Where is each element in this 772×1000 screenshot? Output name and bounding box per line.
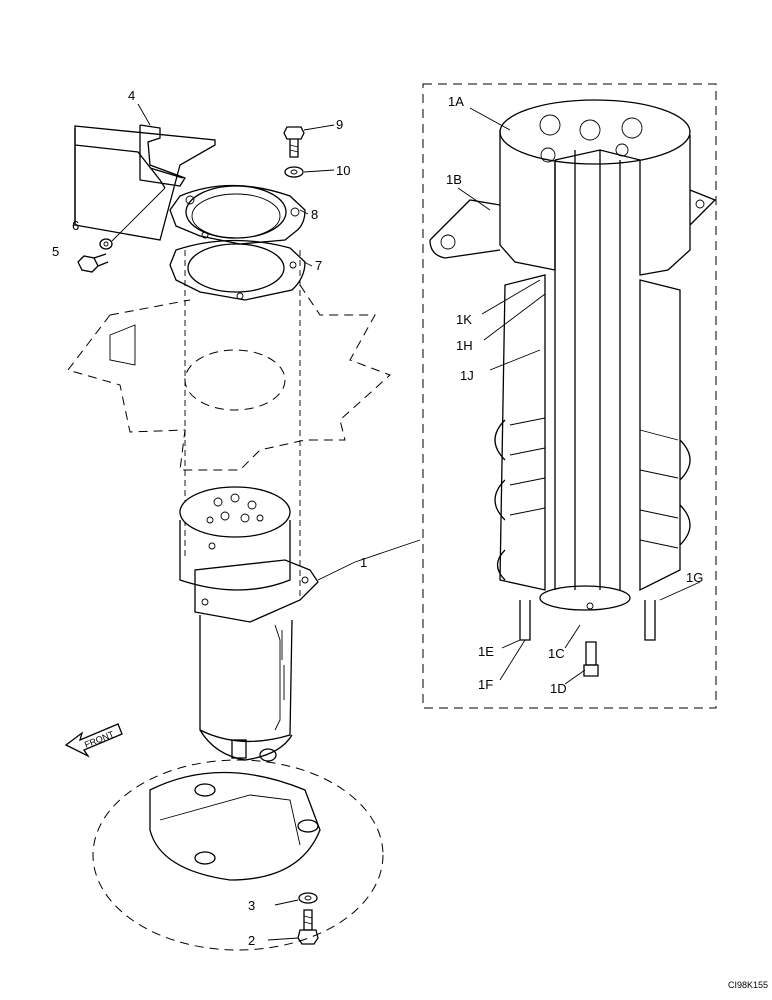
base-ring xyxy=(92,759,384,951)
swivel-joint-assembly xyxy=(179,486,319,762)
frame-outline-dashed xyxy=(67,250,391,600)
detail-box xyxy=(422,83,717,709)
callout-1A: 1A xyxy=(448,94,464,109)
figure-code: CI98K155 xyxy=(728,980,768,990)
washer-3 xyxy=(298,892,318,904)
callout-1G: 1G xyxy=(686,570,703,585)
gasket-7 xyxy=(169,239,306,301)
callout-1H: 1H xyxy=(456,338,473,353)
leader-lines xyxy=(111,103,701,941)
callout-9: 9 xyxy=(336,117,343,132)
callout-8: 8 xyxy=(311,207,318,222)
callout-3: 3 xyxy=(248,898,255,913)
callout-2: 2 xyxy=(248,933,255,948)
washer-10 xyxy=(284,166,304,178)
callout-4: 4 xyxy=(128,88,135,103)
rotor-cutaway xyxy=(429,99,717,677)
callout-1E: 1E xyxy=(478,644,494,659)
callout-1F: 1F xyxy=(478,677,493,692)
cover-plate-8 xyxy=(169,184,306,245)
callout-1K: 1K xyxy=(456,312,472,327)
callout-7: 7 xyxy=(315,258,322,273)
callout-1C: 1C xyxy=(548,646,565,661)
callout-6: 6 xyxy=(72,218,79,233)
bolt-2 xyxy=(297,909,319,945)
bolt-5-washer-6 xyxy=(77,238,113,273)
callout-1D: 1D xyxy=(550,681,567,696)
callout-1: 1 xyxy=(360,555,367,570)
bolt-9 xyxy=(283,126,305,158)
front-arrow xyxy=(64,723,123,758)
callout-10: 10 xyxy=(336,163,350,178)
callout-1B: 1B xyxy=(446,172,462,187)
callout-5: 5 xyxy=(52,244,59,259)
bracket-frame xyxy=(74,124,216,241)
callout-1J: 1J xyxy=(460,368,474,383)
